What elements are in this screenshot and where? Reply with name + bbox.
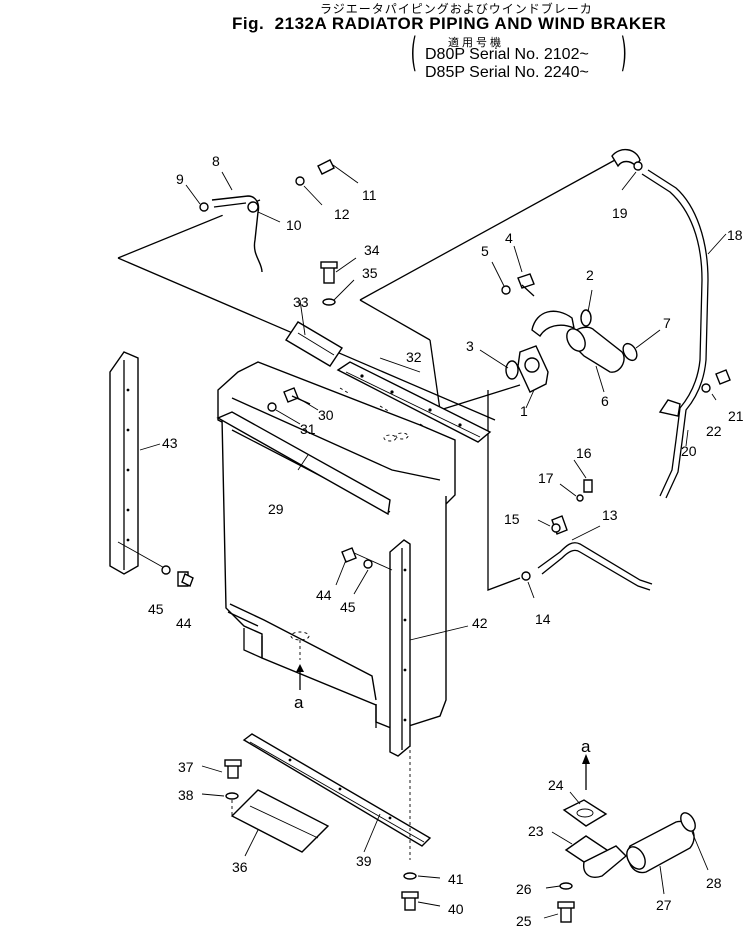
hose-6	[566, 326, 625, 393]
callout-40: 40	[448, 901, 464, 917]
callout-36: 36	[232, 859, 248, 875]
bolt-34-washer-35	[320, 257, 357, 306]
clamp-28	[680, 812, 709, 871]
callout-31: 31	[300, 421, 316, 437]
bolt-25-washer-26	[543, 882, 575, 923]
callout-27: 27	[656, 897, 672, 913]
callout-28: 28	[706, 875, 722, 891]
callout-12: 12	[334, 206, 350, 222]
pipe-18	[611, 149, 731, 499]
callout-45-right: 45	[340, 599, 356, 615]
callout-42: 42	[472, 615, 488, 631]
callout-14: 14	[535, 611, 551, 627]
callout-43: 43	[162, 435, 178, 451]
gasket-24	[562, 791, 608, 827]
bolt-40-washer-41	[401, 690, 441, 911]
callout-29: 29	[268, 501, 284, 517]
clamp-10-icon	[247, 201, 259, 213]
bolt-37-washer-38	[201, 759, 242, 818]
cover-36	[230, 789, 330, 857]
figure-title: Fig. 2132A RADIATOR PIPING AND WIND BRAK…	[232, 14, 667, 33]
reference-arrow-a-lower	[296, 664, 304, 690]
elbow-23	[551, 831, 628, 878]
callout-8: 8	[212, 153, 220, 169]
callout-13: 13	[602, 507, 618, 523]
pipe-8	[185, 159, 359, 273]
callout-7: 7	[663, 315, 671, 331]
washer-9-icon	[199, 202, 209, 212]
serial-line-d85p: D85P Serial No. 2240~	[425, 64, 589, 81]
bracket-33	[285, 299, 343, 367]
washer-14-icon	[521, 571, 531, 581]
callout-35: 35	[362, 265, 378, 281]
reference-label-a-upper: a	[581, 737, 591, 756]
callout-10: 10	[286, 217, 302, 233]
plate-39	[242, 733, 432, 853]
clamps-2-7	[580, 289, 661, 362]
callout-34: 34	[364, 242, 380, 258]
callout-45-left: 45	[148, 601, 164, 617]
bolt-21-icon	[715, 369, 731, 385]
band-29	[216, 411, 391, 516]
bolt-11-icon	[317, 159, 335, 175]
callout-23: 23	[528, 823, 544, 839]
pipe-13	[521, 459, 653, 599]
callout-11: 11	[362, 187, 377, 203]
callout-4: 4	[505, 230, 513, 246]
callout-2: 2	[586, 267, 594, 283]
callout-5: 5	[481, 243, 489, 259]
washer-12-icon	[295, 176, 305, 186]
applicability-label: 適用号機	[448, 36, 504, 49]
callout-labels: 1 2 3 4 5 6 7 8 9 10 11 12 13 14 15 16 1…	[148, 153, 744, 929]
callout-16: 16	[576, 445, 592, 461]
callout-15: 15	[504, 511, 520, 527]
callout-26: 26	[516, 881, 532, 897]
callout-22: 22	[706, 423, 722, 439]
callout-33: 33	[293, 294, 309, 310]
callout-44-left: 44	[176, 615, 192, 631]
callout-32: 32	[406, 349, 422, 365]
callout-6: 6	[601, 393, 609, 409]
right-bracket: )	[620, 30, 627, 76]
callout-38: 38	[178, 787, 194, 803]
callout-44-right: 44	[316, 587, 332, 603]
washer-19-icon	[633, 161, 643, 171]
reference-label-a-lower: a	[294, 693, 304, 712]
callout-1: 1	[520, 403, 528, 419]
hose-27	[626, 820, 695, 895]
callout-20: 20	[681, 443, 697, 459]
callout-24: 24	[548, 777, 564, 793]
callout-41: 41	[448, 871, 464, 887]
callout-30: 30	[318, 407, 334, 423]
radiator-body	[217, 361, 456, 731]
callout-17: 17	[538, 470, 554, 486]
callout-37: 37	[178, 759, 194, 775]
serial-line-d80p: D80P Serial No. 2102~	[425, 46, 589, 63]
callout-18: 18	[727, 227, 743, 243]
reference-arrow-a-upper	[582, 754, 590, 790]
callout-39: 39	[356, 853, 372, 869]
callout-25: 25	[516, 913, 532, 929]
plate-32	[336, 357, 492, 443]
water-outlet-1	[479, 310, 575, 409]
callout-21: 21	[728, 408, 744, 424]
wind-braker-43	[109, 351, 194, 587]
callout-9: 9	[176, 171, 184, 187]
bolt-30-washer-31	[267, 387, 319, 425]
washer-22-icon	[701, 383, 711, 393]
japanese-title: ラジエータパイピングおよびウインドブレーカ	[320, 2, 593, 16]
left-bracket: (	[410, 30, 417, 76]
callout-19: 19	[612, 205, 628, 221]
bolt-4-washer-5	[491, 245, 535, 297]
callout-3: 3	[466, 338, 474, 354]
